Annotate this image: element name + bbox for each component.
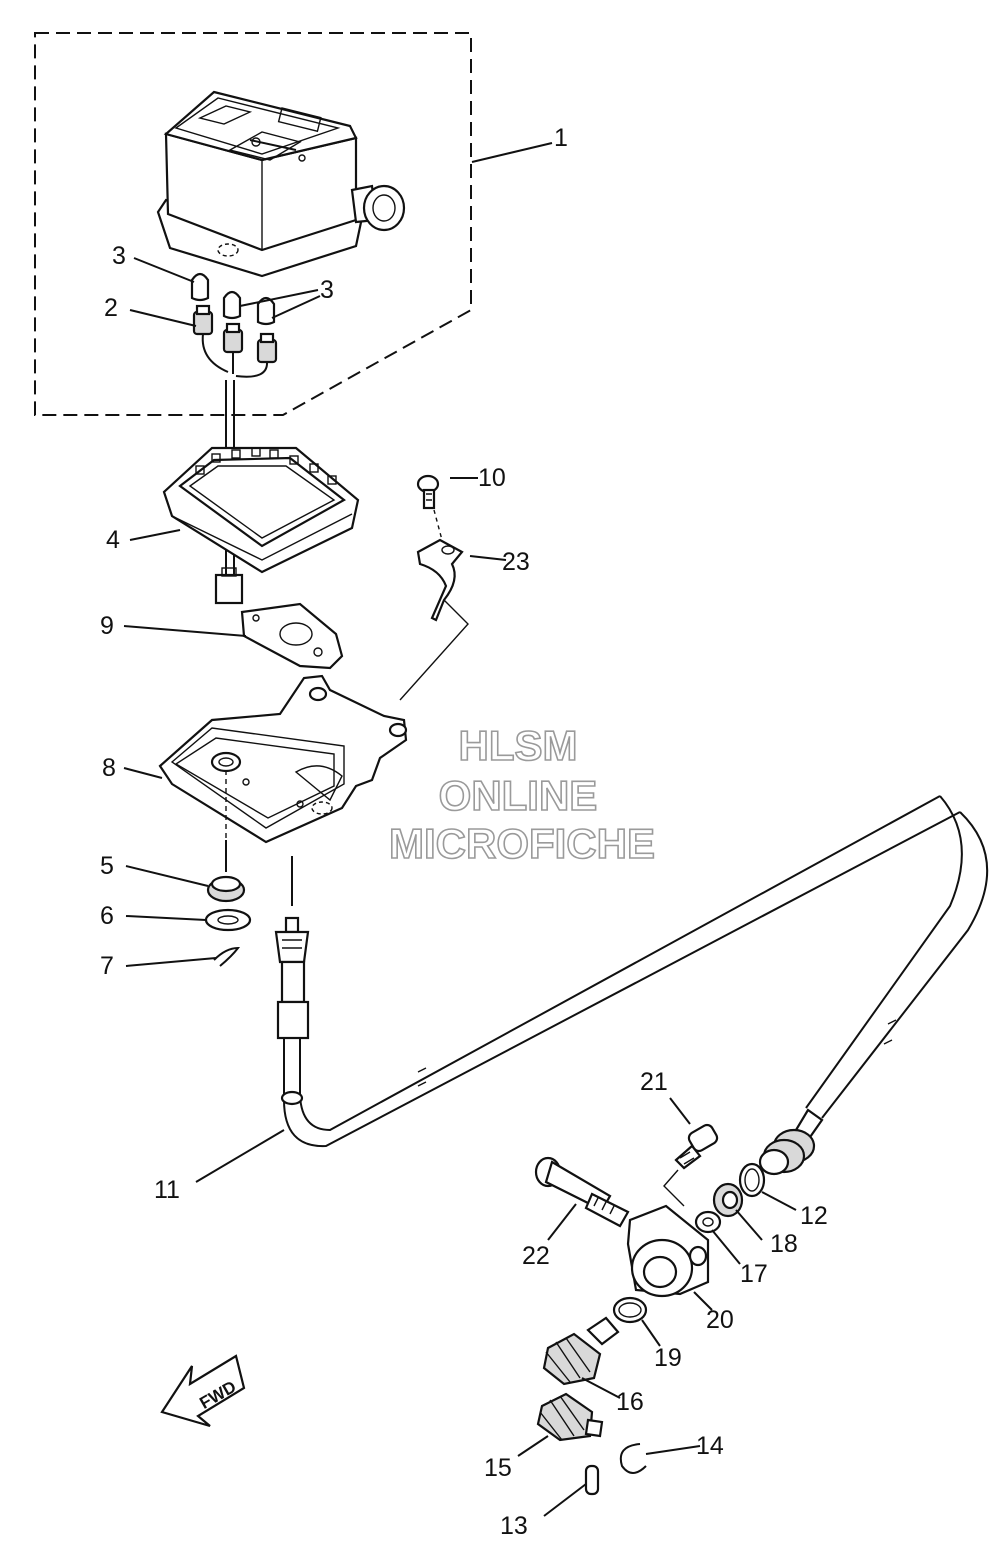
callout-15: 15 [484, 1454, 512, 1482]
part-18-oil-seal [712, 1182, 744, 1218]
part-12-o-ring [738, 1162, 766, 1198]
watermark-line-2: ONLINE [439, 772, 598, 819]
part-2-sockets-harness [192, 304, 278, 605]
leader-lines [123, 142, 797, 1517]
part-22-bolt [534, 1156, 630, 1228]
callout-17: 17 [740, 1260, 768, 1288]
callout-11: 11 [154, 1176, 180, 1204]
part-20-gear-housing [626, 1204, 710, 1298]
watermark: HLSM ONLINE MICROFICHE [388, 721, 656, 868]
part-16-gear [542, 1316, 620, 1386]
callout-5: 5 [100, 852, 114, 880]
callout-21: 21 [640, 1068, 668, 1096]
callout-18: 18 [770, 1230, 798, 1258]
callout-23: 23 [502, 548, 530, 576]
part-8-bracket [158, 674, 408, 844]
part-3-bulbs [190, 272, 276, 326]
assembly-boundary [34, 32, 472, 416]
callout-22: 22 [522, 1242, 550, 1270]
callout-1: 1 [554, 124, 568, 152]
callout-20: 20 [706, 1306, 734, 1334]
watermark-line-3: MICROFICHE [389, 820, 655, 867]
part-1-meter-assembly [156, 90, 406, 278]
part-13-pin [584, 1464, 600, 1496]
callout-4: 4 [106, 526, 120, 554]
part-11-cable [274, 795, 989, 1176]
callout-8: 8 [102, 754, 116, 782]
fwd-arrow-icon: FWD [160, 1354, 246, 1428]
callout-16: 16 [616, 1388, 644, 1416]
part-23-bracket [416, 538, 464, 622]
part-15-gear [536, 1392, 604, 1442]
part-14-circlip [619, 1443, 647, 1474]
callout-19: 19 [654, 1344, 682, 1372]
callout-labels: 1 2 3 3 4 5 6 7 8 9 10 11 12 13 14 15 16… [100, 124, 828, 1540]
callout-3b: 3 [320, 276, 334, 304]
part-17-washer [694, 1210, 722, 1234]
part-11-cable-end [758, 1128, 816, 1176]
part-6-washer [204, 908, 252, 932]
part-7-clip [213, 946, 241, 967]
part-4-bezel [162, 446, 360, 574]
part-10-bolt [416, 474, 440, 510]
callout-12: 12 [800, 1202, 828, 1230]
part-19-o-ring [612, 1296, 648, 1324]
callout-10: 10 [478, 464, 506, 492]
watermark-line-1: HLSM [459, 722, 578, 769]
part-21-bolt [674, 1123, 719, 1170]
callout-3a: 3 [112, 242, 126, 270]
callout-7: 7 [100, 952, 114, 980]
callout-2: 2 [104, 294, 118, 322]
part-5-grommet [206, 875, 246, 903]
callout-14: 14 [696, 1432, 724, 1460]
callout-13: 13 [500, 1512, 528, 1540]
callout-6: 6 [100, 902, 114, 930]
part-9-gasket [240, 602, 344, 670]
callout-9: 9 [100, 612, 114, 640]
